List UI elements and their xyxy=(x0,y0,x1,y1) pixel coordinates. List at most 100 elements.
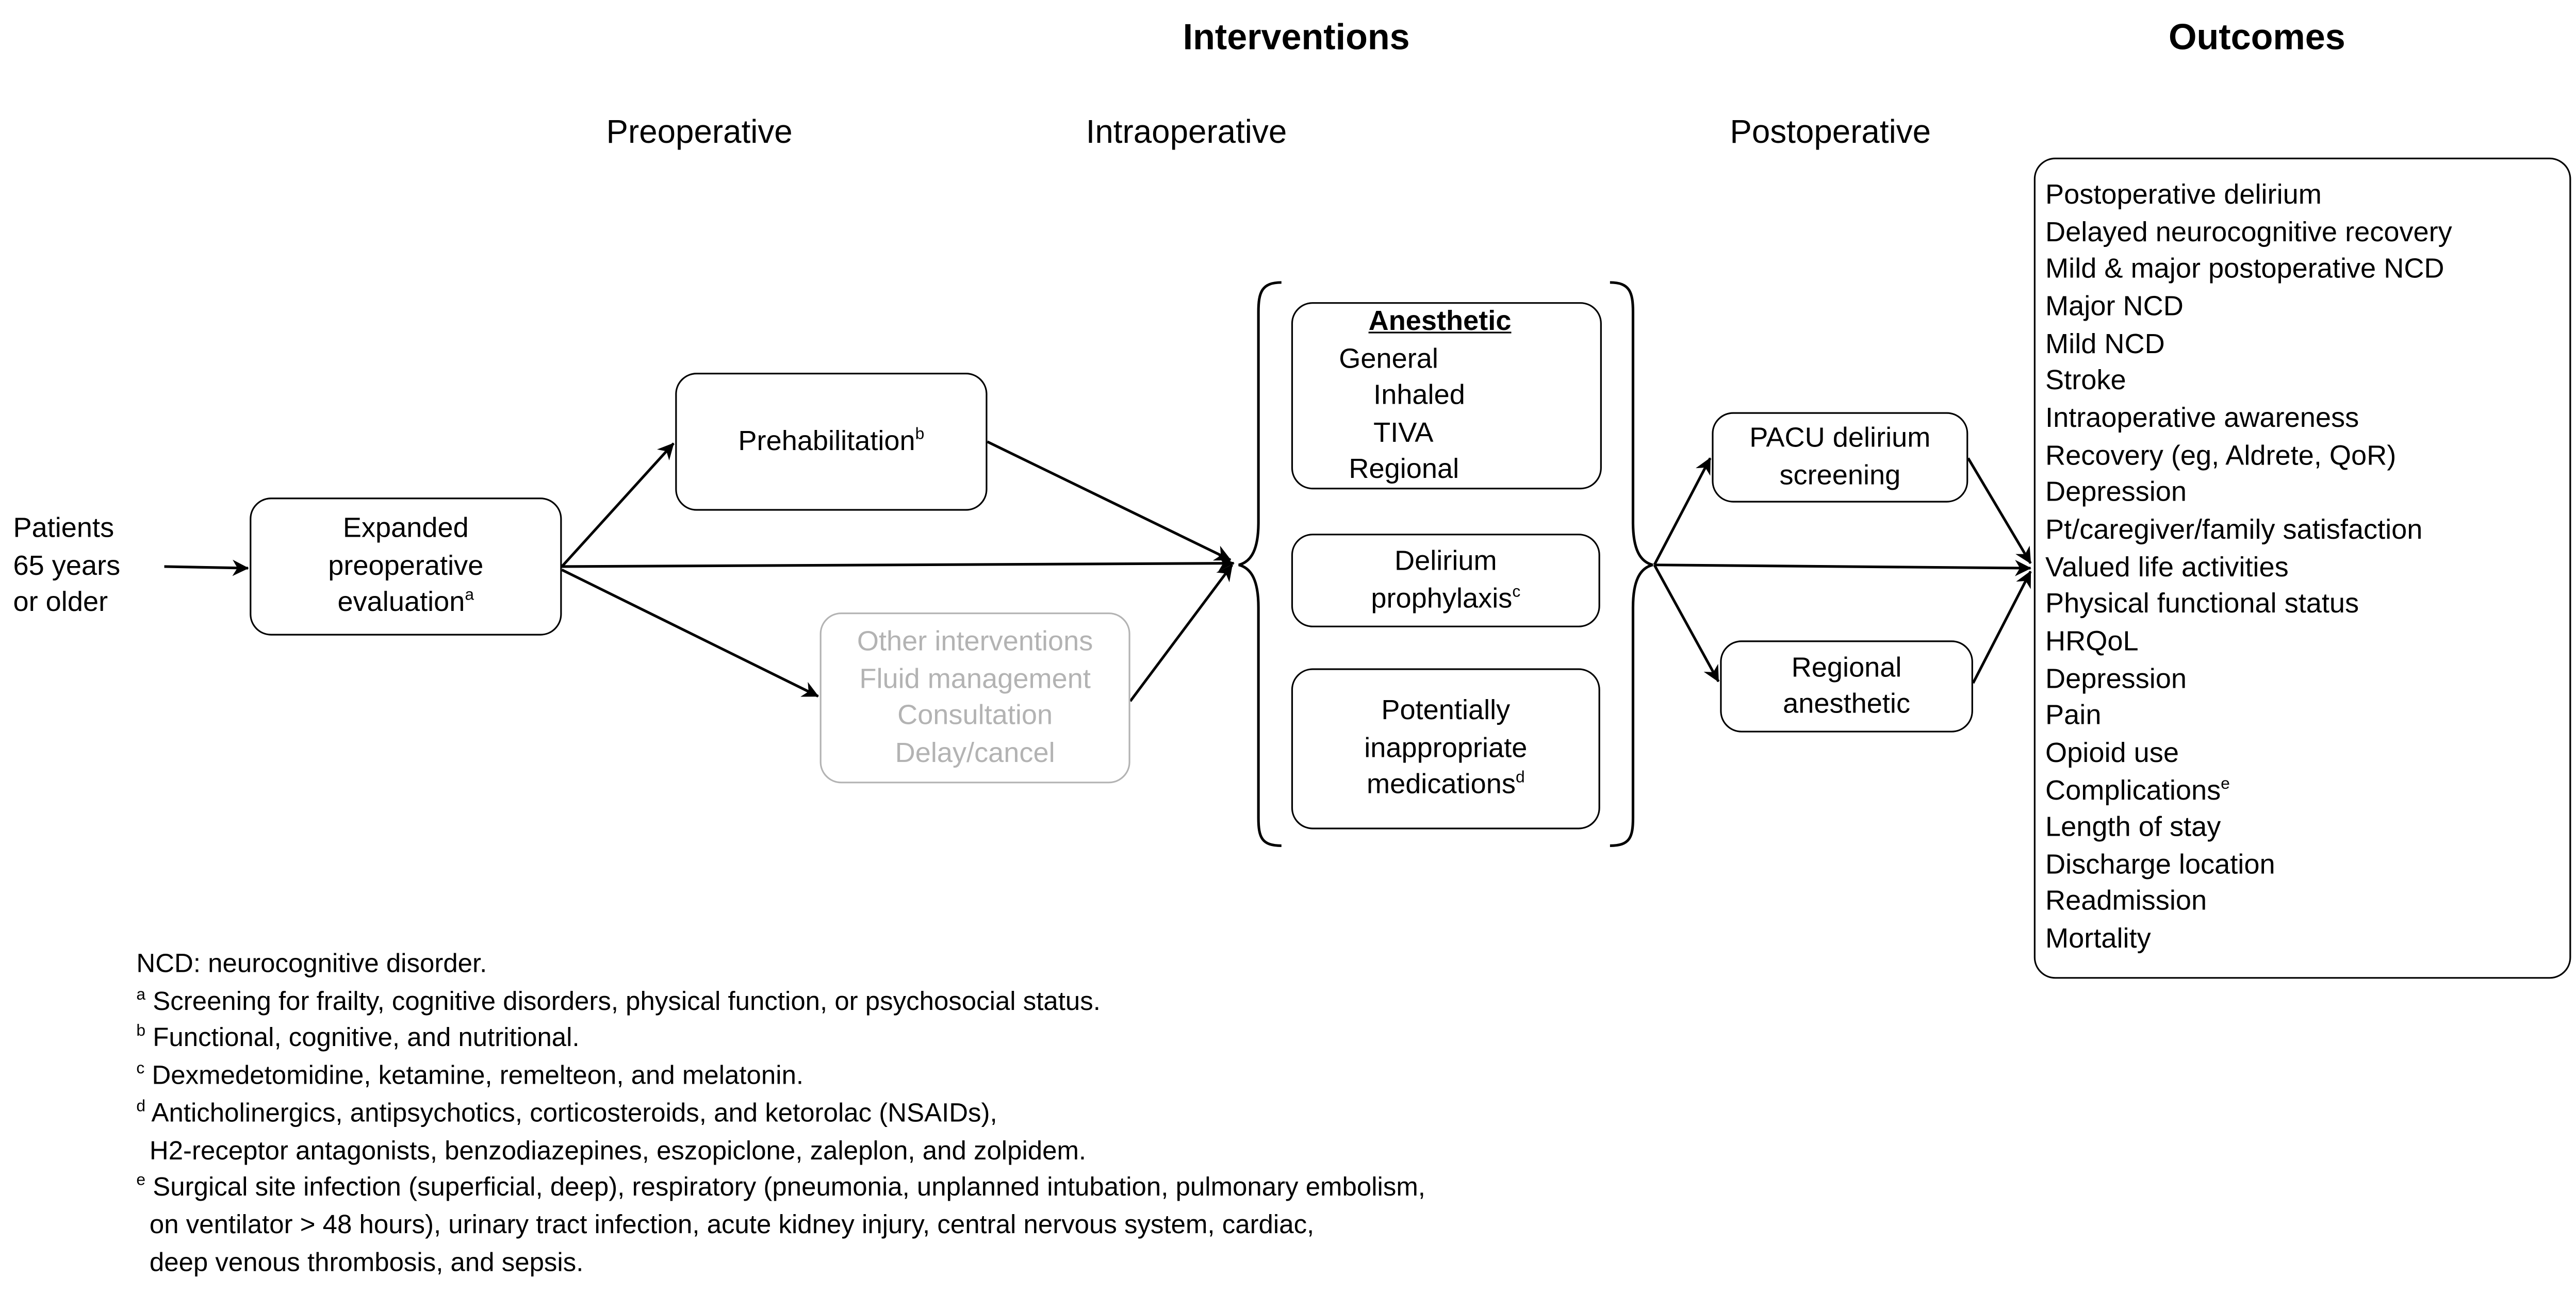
anesthetic-inhaled: Inhaled xyxy=(1373,379,1465,411)
arrow-patients-to-evaluation xyxy=(164,559,249,576)
outcome-item: Complicationse xyxy=(2045,773,2569,810)
outcome-item: Mild NCD xyxy=(2045,327,2165,359)
footnote-d-continued: H2-receptor antagonists, benzodiazepines… xyxy=(149,1137,1087,1166)
box-line: medicationsd xyxy=(1367,767,1525,804)
footnote-text: Anticholinergics, antipsychotics, cortic… xyxy=(145,1100,997,1128)
anesthetic-general: General xyxy=(1339,342,1438,374)
outcome-item: Discharge location xyxy=(2045,849,2275,880)
expanded-evaluation-box: Expanded preoperative evaluationa xyxy=(250,497,562,636)
box-line: Prehabilitationb xyxy=(738,423,924,460)
box-line-text: prophylaxis xyxy=(1371,582,1513,613)
footnote-a: a Screening for frailty, cognitive disor… xyxy=(136,985,1425,1022)
footnote-text: Dexmedetomidine, ketamine, remelteon, an… xyxy=(144,1063,804,1091)
left-curly-brace xyxy=(1238,281,1282,847)
anesthetic-regional: Regional xyxy=(1349,453,1459,485)
footnote-text: Screening for frailty, cognitive disorde… xyxy=(145,988,1101,1016)
footnote-b: b Functional, cognitive, and nutritional… xyxy=(136,1022,1425,1059)
arrow-intraoperative-to-pacu xyxy=(1653,457,1712,566)
anesthetic-box: Anesthetic General Inhaled TIVA Regional xyxy=(1291,302,1602,490)
outcome-item: Opioid use xyxy=(2045,737,2179,769)
box-line: preoperative xyxy=(328,550,484,581)
inappropriate-medications-box: Potentially inappropriate medicationsd xyxy=(1291,668,1600,830)
outcome-item: Delayed neurocognitive recovery xyxy=(2045,216,2452,247)
box-line: Other interventions xyxy=(857,625,1093,657)
footnote-marker: d xyxy=(136,1098,146,1116)
box-line: evaluationa xyxy=(337,585,474,622)
box-line-text: evaluation xyxy=(337,586,465,618)
outcomes-header: Outcomes xyxy=(2168,16,2345,58)
footnote-text: Functional, cognitive, and nutritional. xyxy=(145,1025,580,1054)
outcome-item: Postoperative delirium xyxy=(2045,179,2322,210)
patients-line: Patients xyxy=(13,512,114,544)
footnote-marker: c xyxy=(136,1060,145,1079)
box-line: screening xyxy=(1779,459,1901,490)
prehabilitation-box: Prehabilitationb xyxy=(675,373,988,511)
footnote-marker: c xyxy=(1512,583,1521,601)
outcome-item: Intraoperative awareness xyxy=(2045,402,2359,434)
box-line: Delay/cancel xyxy=(895,736,1055,768)
regional-anesthetic-box: Regional anesthetic xyxy=(1720,640,1973,733)
arrow-prehabilitation-to-intraoperative xyxy=(987,440,1232,561)
footnote-marker: a xyxy=(136,986,146,1004)
outcome-item: Depression xyxy=(2045,662,2187,694)
outcome-item: Pt/caregiver/family satisfaction xyxy=(2045,513,2423,545)
patients-line: 65 years xyxy=(13,549,121,580)
box-line-text: medications xyxy=(1366,769,1516,801)
arrow-pacu-to-outcomes xyxy=(1967,457,2032,564)
delirium-prophylaxis-box: Delirium prophylaxisc xyxy=(1291,534,1600,627)
arrow-evaluation-to-prehabilitation xyxy=(561,442,675,568)
footnote-marker: e xyxy=(2221,774,2230,793)
anesthetic-title: Anesthetic xyxy=(1368,305,1512,337)
footnote-c: c Dexmedetomidine, ketamine, remelteon, … xyxy=(136,1059,1425,1097)
outcome-item: Depression xyxy=(2045,476,2187,508)
patients-label: Patients 65 years or older xyxy=(13,511,120,622)
box-line-text: Prehabilitation xyxy=(738,425,915,456)
interventions-header: Interventions xyxy=(1183,16,1410,58)
box-line: inappropriate xyxy=(1364,732,1528,764)
right-curly-brace xyxy=(1610,281,1653,847)
box-line: Potentially xyxy=(1381,695,1511,726)
phase-postoperative: Postoperative xyxy=(1730,114,1931,152)
outcome-item: Pain xyxy=(2045,700,2102,732)
footnote-marker: b xyxy=(915,425,925,444)
outcomes-box: Postoperative delirium Delayed neurocogn… xyxy=(2033,157,2571,979)
outcome-item: Recovery (eg, Aldrete, QoR) xyxy=(2045,439,2397,471)
box-line: Regional xyxy=(1791,651,1902,683)
box-line: Expanded xyxy=(342,512,469,544)
outcome-item: Mild & major postoperative NCD xyxy=(2045,253,2444,285)
outcome-item: Readmission xyxy=(2045,886,2207,917)
footnote-e-continued: deep venous thrombosis, and sepsis. xyxy=(149,1249,584,1277)
patients-line: or older xyxy=(13,586,108,618)
footnote-ncd: NCD: neurocognitive disorder. xyxy=(136,951,487,979)
footnotes: NCD: neurocognitive disorder. a Screenin… xyxy=(136,948,1425,1283)
arrow-evaluation-to-other xyxy=(561,569,819,698)
box-line: prophylaxisc xyxy=(1371,580,1520,618)
outcome-item: Length of stay xyxy=(2045,811,2221,843)
outcome-item: Mortality xyxy=(2045,923,2151,955)
phase-intraoperative: Intraoperative xyxy=(1086,114,1287,152)
outcome-item: Valued life activities xyxy=(2045,551,2289,583)
footnote-marker: d xyxy=(1515,769,1525,788)
arrow-evaluation-to-intraoperative xyxy=(562,555,1235,572)
box-line: Delirium xyxy=(1394,545,1497,577)
outcome-item: HRQoL xyxy=(2045,625,2139,657)
pacu-screening-box: PACU delirium screening xyxy=(1712,412,1968,503)
phase-preoperative: Preoperative xyxy=(606,114,793,152)
outcome-item-text: Complications xyxy=(2045,774,2221,806)
box-line: PACU delirium xyxy=(1749,422,1931,454)
outcome-item: Stroke xyxy=(2045,365,2126,396)
outcome-item: Physical functional status xyxy=(2045,588,2359,620)
footnote-marker: a xyxy=(465,587,474,606)
footnote-e-continued: on ventilator > 48 hours), urinary tract… xyxy=(149,1212,1315,1240)
footnote-e: e Surgical site infection (superficial, … xyxy=(136,1171,1425,1208)
arrow-intraoperative-to-regional xyxy=(1653,564,1720,683)
arrow-regional-to-outcomes xyxy=(1972,571,2032,684)
box-line: Consultation xyxy=(897,699,1053,731)
arrow-other-to-intraoperative xyxy=(1129,564,1234,702)
outcome-item: Major NCD xyxy=(2045,290,2184,322)
other-interventions-box: Other interventions Fluid management Con… xyxy=(819,612,1130,784)
anesthetic-tiva: TIVA xyxy=(1373,416,1434,447)
arrow-intraoperative-to-outcomes xyxy=(1654,559,2031,576)
